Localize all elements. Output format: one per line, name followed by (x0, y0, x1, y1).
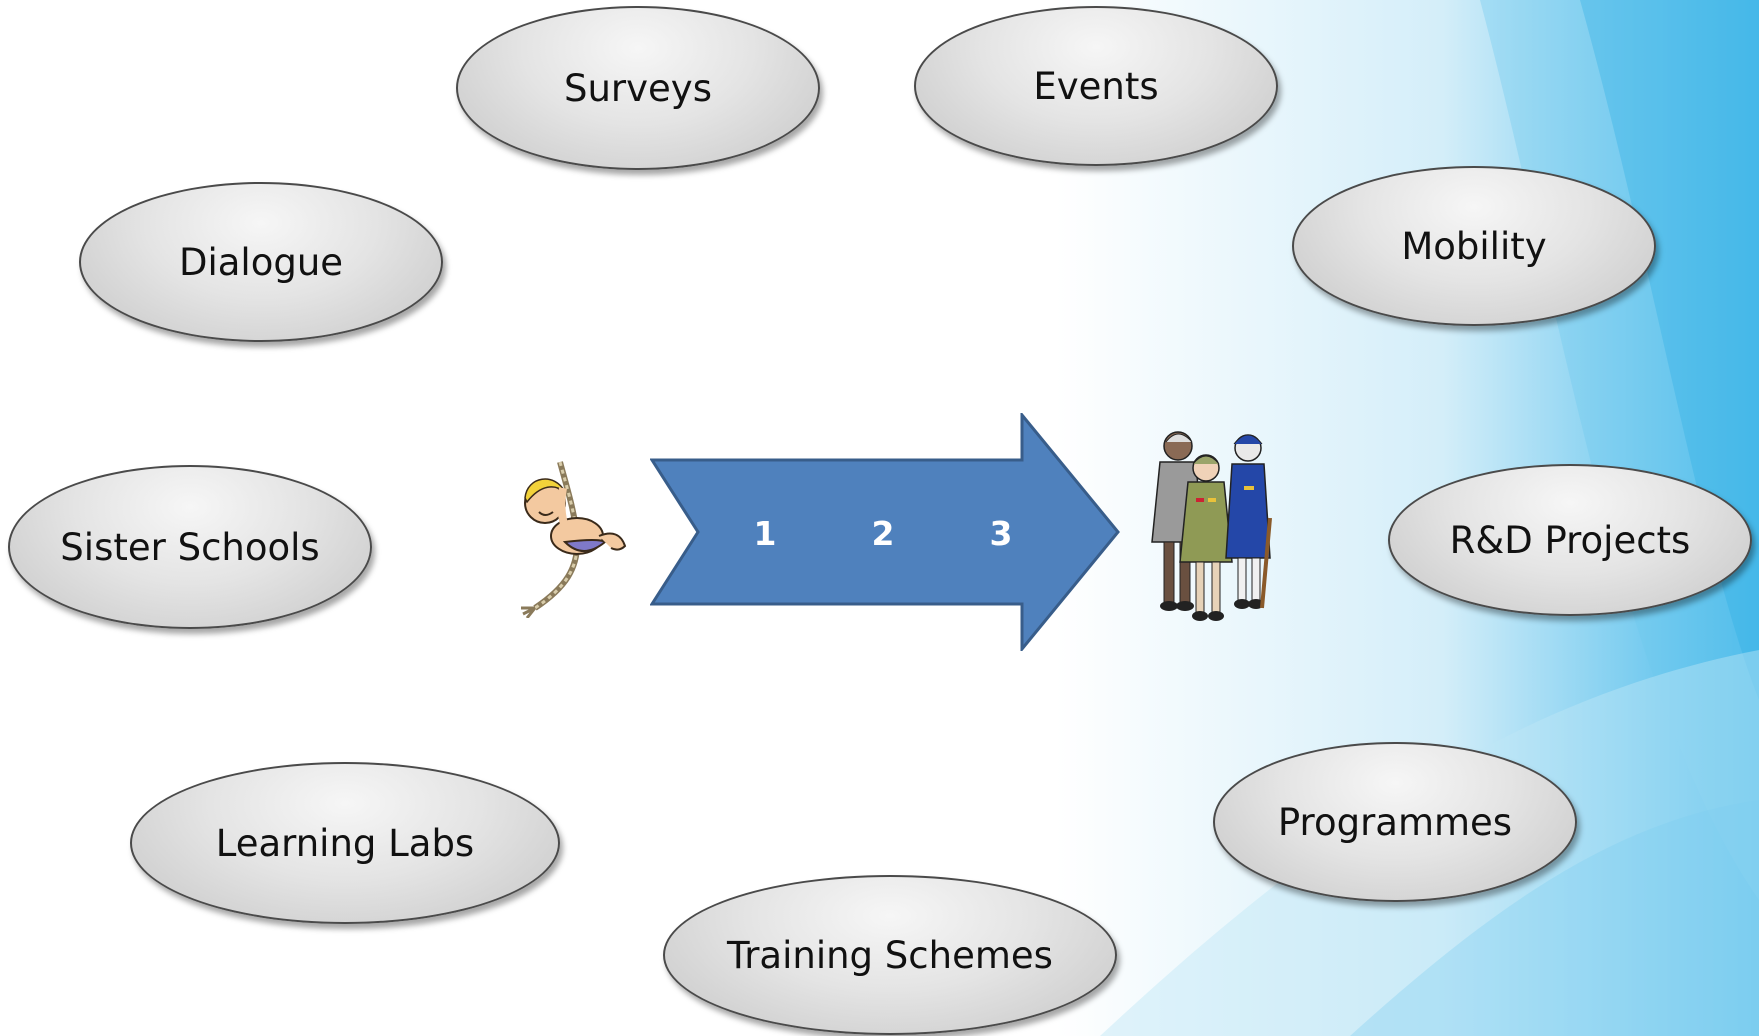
sister-schools-oval: Sister Schools (8, 465, 372, 629)
elderly-people-group-clipart (1151, 431, 1272, 621)
training-schemes-label: Training Schemes (727, 933, 1053, 977)
mobility-label: Mobility (1401, 224, 1547, 268)
surveys-label: Surveys (564, 66, 712, 110)
step-2-label: 2 (872, 514, 895, 553)
learning-labs-label: Learning Labs (215, 821, 475, 865)
boy-on-rope-clipart (521, 461, 627, 618)
step-1-label: 1 (754, 514, 777, 553)
dialogue-oval: Dialogue (79, 182, 443, 342)
programmes-label: Programmes (1277, 800, 1513, 844)
step-3-label: 3 (990, 514, 1013, 553)
programmes-oval: Programmes (1213, 742, 1577, 902)
arrow-shape (650, 413, 1120, 651)
mobility-oval: Mobility (1292, 166, 1656, 326)
dialogue-label: Dialogue (178, 240, 344, 284)
learning-labs-oval: Learning Labs (130, 762, 560, 924)
training-schemes-oval: Training Schemes (663, 875, 1117, 1035)
rd-projects-oval: R&D Projects (1388, 464, 1752, 616)
surveys-oval: Surveys (456, 6, 820, 170)
sister-schools-label: Sister Schools (60, 525, 320, 569)
progress-arrow: 1 2 3 (650, 413, 1120, 651)
events-oval: Events (914, 6, 1278, 166)
events-label: Events (1033, 64, 1159, 108)
rd-projects-label: R&D Projects (1449, 518, 1691, 562)
